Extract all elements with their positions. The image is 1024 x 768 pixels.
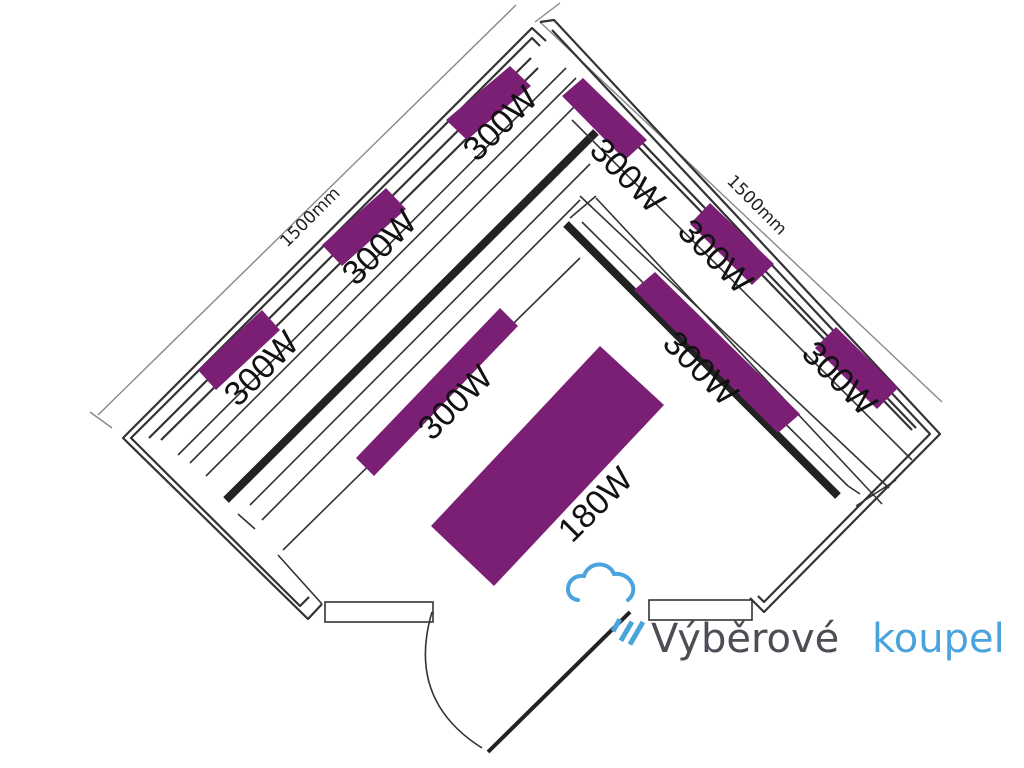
dimension-line-left — [97, 4, 517, 416]
brand-logo: Výběrové koupel — [566, 562, 1005, 662]
heaters-right-wall — [562, 78, 898, 409]
backrest-left — [223, 129, 599, 503]
cloud-shower-icon — [566, 562, 646, 646]
door-panel-right — [648, 599, 753, 621]
door-swing-arc — [424, 611, 483, 749]
heater-panel — [446, 66, 531, 140]
heater-panel — [198, 310, 280, 390]
heater-panel — [562, 78, 647, 160]
heater-panel — [690, 203, 774, 285]
dimension-lines — [89, 2, 943, 429]
door-panel-left — [324, 601, 434, 623]
dimension-tick-right-top — [534, 2, 561, 23]
bench-right-lines — [569, 119, 913, 507]
heaters-left-wall — [198, 66, 531, 390]
heater-panel — [322, 188, 406, 266]
heater-panel — [634, 272, 800, 433]
floor-heater-panel — [431, 346, 664, 586]
logo-text-main: Výběrové — [651, 616, 839, 662]
door-leaf — [486, 610, 632, 754]
backrest-right — [563, 221, 841, 499]
door-area — [324, 599, 753, 749]
heater-panel — [356, 308, 518, 476]
logo-text-accent: koupel — [872, 616, 1005, 662]
heater-panel — [815, 327, 898, 409]
dimension-tick-left-bottom — [89, 411, 113, 429]
dimension-line-right — [539, 21, 943, 403]
